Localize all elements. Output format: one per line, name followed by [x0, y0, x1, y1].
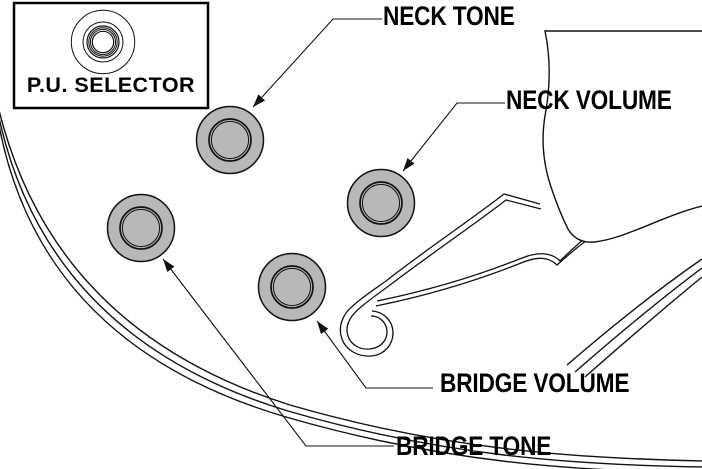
- pickguard-bottom-edge-inner: [376, 236, 587, 302]
- label-neck-tone: NECK TONE: [383, 1, 515, 31]
- bridge-volume-knob: [257, 252, 327, 322]
- pickguard-bottom-edge-outer: [375, 240, 587, 307]
- bridge-tone-knob: [106, 193, 176, 263]
- label-neck-volume: NECK VOLUME: [506, 85, 672, 115]
- label-bridge-volume: BRIDGE VOLUME: [440, 368, 630, 398]
- callout-leaders: [162, 18, 505, 447]
- body-edge-lower-right: [566, 258, 702, 378]
- pickup-selector-switch-icon: [70, 9, 136, 75]
- label-bridge-tone: BRIDGE TONE: [396, 431, 552, 461]
- pickguard-outline: [339, 193, 587, 357]
- neck-volume-knob: [346, 168, 416, 238]
- neck-tone-knob: [195, 105, 265, 175]
- body-edge-lower-left: [0, 110, 702, 469]
- bridge-shape: [542, 25, 702, 243]
- neck-tone-leader-line: [252, 18, 382, 108]
- pickguard-top-edge-inner: [346, 199, 542, 350]
- pickup-selector-box: [12, 1, 210, 110]
- bridge-tone-leader-line: [162, 258, 394, 447]
- bridge-volume-leader-line: [316, 320, 433, 389]
- label-pu-selector: P.U. SELECTOR: [26, 73, 196, 97]
- pickguard-top-edge-outer: [339, 193, 541, 357]
- neck-volume-leader-line: [402, 102, 505, 172]
